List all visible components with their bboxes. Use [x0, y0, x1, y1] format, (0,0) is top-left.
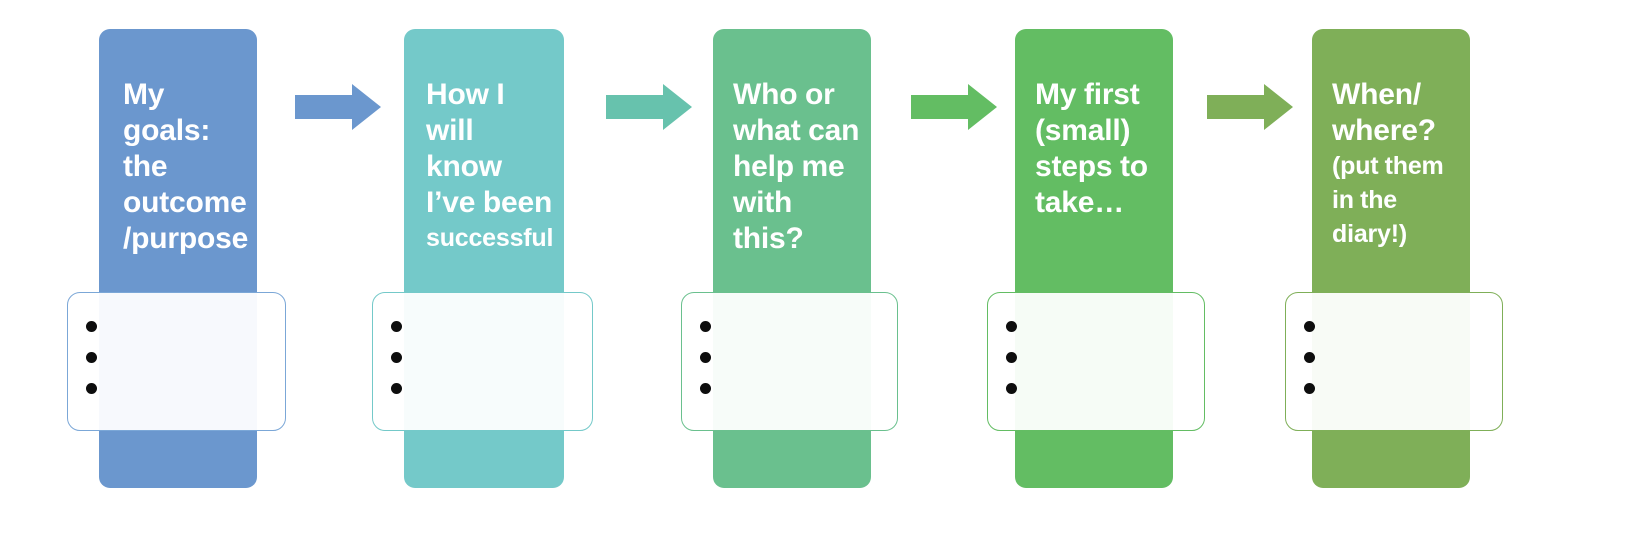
bullet-text	[110, 342, 285, 343]
bullet-dot-icon	[700, 352, 711, 363]
bullet-text	[1030, 342, 1204, 343]
bullet-dot-icon	[391, 383, 402, 394]
bullet-dot-icon	[1006, 383, 1017, 394]
step-3-title: Who or what can help me with this?	[713, 29, 871, 257]
bullet-text	[1328, 373, 1502, 374]
bullet-dot-icon	[1304, 383, 1315, 394]
bullet-item[interactable]	[1302, 311, 1502, 342]
bullet-dot-icon	[1304, 352, 1315, 363]
bullet-item[interactable]	[1302, 342, 1502, 373]
flow-arrow-1-icon	[295, 84, 381, 130]
bullet-text	[415, 373, 592, 374]
step-5-bullet-box[interactable]	[1285, 292, 1503, 431]
bullet-text	[724, 311, 897, 312]
bullet-text	[724, 342, 897, 343]
bullet-item[interactable]	[1302, 373, 1502, 404]
bullet-item[interactable]	[1004, 342, 1204, 373]
step-5-title-small: (put them in the diary!)	[1332, 152, 1444, 248]
bullet-dot-icon	[1304, 321, 1315, 332]
bullet-item[interactable]	[698, 311, 897, 342]
bullet-text	[724, 373, 897, 374]
step-3-title-main: Who or what can help me with this?	[733, 78, 860, 255]
bullet-dot-icon	[700, 383, 711, 394]
bullet-item[interactable]	[389, 373, 592, 404]
bullet-text	[1328, 342, 1502, 343]
step-5-title: When/ where? (put them in the diary!)	[1312, 29, 1470, 287]
bullet-text	[1328, 311, 1502, 312]
flow-arrow-2-icon	[606, 84, 692, 130]
step-4-title-main: My first (small) steps to take…	[1035, 78, 1148, 219]
step-3-bullet-list	[698, 311, 897, 404]
bullet-text	[1030, 373, 1204, 374]
step-1-title: My goals: the outcome /purpose	[99, 29, 257, 257]
bullet-item[interactable]	[84, 373, 285, 404]
bullet-item[interactable]	[698, 373, 897, 404]
step-4-title: My first (small) steps to take…	[1015, 29, 1173, 221]
step-5-bullet-list	[1302, 311, 1502, 404]
step-2-bullet-box[interactable]	[372, 292, 593, 431]
step-2-title: How I will know I’ve been successful	[404, 29, 564, 291]
step-1-bullet-list	[84, 311, 285, 404]
bullet-dot-icon	[700, 321, 711, 332]
bullet-text	[415, 311, 592, 312]
flow-arrow-3-icon	[911, 84, 997, 130]
bullet-item[interactable]	[1004, 373, 1204, 404]
bullet-item[interactable]	[1004, 311, 1204, 342]
bullet-text	[110, 311, 285, 312]
step-2-title-small: successful	[426, 224, 554, 252]
bullet-dot-icon	[86, 352, 97, 363]
bullet-dot-icon	[391, 321, 402, 332]
bullet-item[interactable]	[698, 342, 897, 373]
bullet-item[interactable]	[389, 342, 592, 373]
step-2-title-main: How I will know I’ve been	[426, 78, 553, 219]
bullet-item[interactable]	[84, 311, 285, 342]
step-1-bullet-box[interactable]	[67, 292, 286, 431]
flow-arrow-4-icon	[1207, 84, 1293, 130]
bullet-item[interactable]	[84, 342, 285, 373]
bullet-dot-icon	[391, 352, 402, 363]
bullet-dot-icon	[86, 383, 97, 394]
bullet-dot-icon	[1006, 321, 1017, 332]
bullet-dot-icon	[1006, 352, 1017, 363]
step-3-bullet-box[interactable]	[681, 292, 898, 431]
bullet-item[interactable]	[389, 311, 592, 342]
bullet-dot-icon	[86, 321, 97, 332]
step-1-title-main: My goals: the outcome /purpose	[123, 78, 249, 255]
step-2-bullet-list	[389, 311, 592, 404]
bullet-text	[110, 373, 285, 374]
step-4-bullet-box[interactable]	[987, 292, 1205, 431]
step-4-bullet-list	[1004, 311, 1204, 404]
bullet-text	[1030, 311, 1204, 312]
bullet-text	[415, 342, 592, 343]
step-5-title-main: When/ where?	[1332, 78, 1436, 147]
